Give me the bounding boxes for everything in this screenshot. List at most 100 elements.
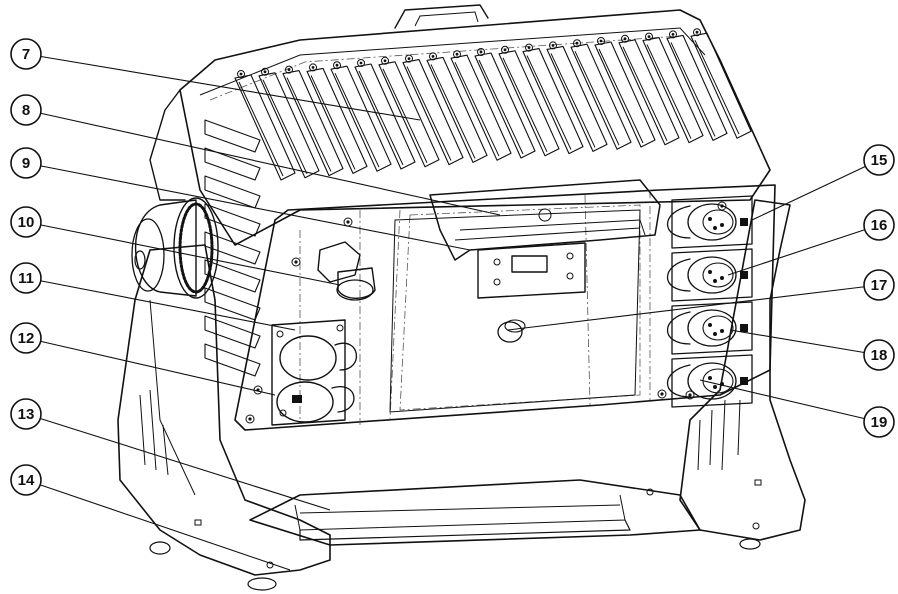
callout-circle: [10, 464, 42, 496]
fin-screw: [285, 65, 293, 74]
fin-screw: [525, 43, 533, 52]
rear-panel: [234, 179, 776, 431]
callout-7: 7: [10, 38, 421, 121]
heatsink-fin: [498, 45, 560, 157]
callout-circle: [10, 262, 42, 294]
heatsink-fin: [642, 32, 704, 144]
side-fin: [204, 203, 261, 237]
side-fin: [204, 259, 261, 293]
heatsink-fins: [204, 28, 752, 377]
heatsink-fin: [618, 34, 680, 146]
callout-number: 18: [871, 347, 888, 364]
callout-12: 12: [10, 322, 276, 396]
leader-line: [727, 224, 880, 276]
data-connectors: [666, 195, 753, 408]
heatsink-fin: [282, 65, 344, 177]
callout-circle: [863, 269, 895, 301]
fin-screw: [381, 56, 389, 65]
fin-screw: [405, 54, 413, 63]
callout-circle: [10, 398, 42, 430]
callout-14: 14: [10, 464, 291, 571]
callout-circle: [863, 209, 895, 241]
callout-circle: [10, 147, 42, 179]
heatsink-fin: [330, 61, 392, 172]
leader-line: [699, 379, 880, 423]
callout-number: 10: [18, 214, 35, 231]
tilt-lock-knob: [131, 197, 219, 299]
callout-17: 17: [507, 269, 895, 331]
display-plate: [477, 242, 586, 299]
heatsink-fin: [234, 70, 296, 181]
leader-line: [751, 159, 880, 221]
xlr-connector: [666, 354, 753, 408]
fin-screw: [453, 50, 461, 59]
yoke-stand: [117, 199, 806, 591]
callout-circle: [863, 144, 895, 176]
heatsink-fin: [594, 37, 656, 148]
heatsink-housing: [149, 4, 771, 246]
side-fin: [204, 231, 261, 265]
heatsink-fin: [402, 54, 464, 166]
callout-16: 16: [727, 209, 895, 276]
xlr-connector: [666, 195, 753, 249]
heatsink-fin: [666, 30, 728, 141]
leader-line: [25, 53, 421, 121]
fin-screw: [693, 28, 701, 37]
callout-number: 19: [871, 414, 888, 431]
leader-line: [507, 284, 880, 331]
fin-screw: [261, 67, 269, 76]
callout-10: 10: [10, 206, 341, 286]
power-connectors: [271, 319, 357, 426]
fin-screw: [429, 52, 437, 61]
xlr-connector: [666, 301, 753, 355]
fin-screw: [573, 39, 581, 48]
heatsink-fin: [570, 39, 632, 150]
heatsink-fin: [354, 59, 416, 170]
leader-line: [25, 162, 471, 251]
fin-screw: [597, 37, 605, 45]
leader-line: [25, 413, 331, 511]
heatsink-fin: [258, 67, 320, 179]
callout-number: 13: [18, 406, 35, 423]
fin-screw: [645, 32, 653, 41]
heatsink-fin: [522, 43, 584, 155]
callout-circle: [863, 406, 895, 438]
leader-line: [25, 221, 341, 286]
callout-11: 11: [10, 262, 296, 331]
fin-screw: [549, 41, 557, 50]
callout-circle: [10, 322, 42, 354]
cable-gland: [317, 241, 376, 301]
heatsink-fin: [474, 48, 536, 159]
callout-number: 17: [871, 277, 888, 294]
heatsink-fin: [450, 50, 512, 161]
callout-number: 9: [22, 155, 30, 172]
fin-screw: [237, 70, 245, 78]
leader-line: [25, 277, 296, 331]
callout-number: 14: [18, 472, 35, 489]
callout-number: 15: [871, 152, 888, 169]
callout-number: 11: [18, 270, 34, 287]
callout-number: 12: [18, 330, 35, 347]
leader-line: [25, 337, 276, 396]
leader-line: [729, 329, 880, 356]
fin-screw: [333, 61, 341, 70]
heatsink-fin: [546, 41, 608, 152]
callout-circle: [10, 38, 42, 70]
heatsink-fin: [306, 63, 368, 174]
fin-screw: [477, 48, 485, 56]
side-fin: [204, 119, 261, 153]
callout-15: 15: [751, 144, 895, 221]
callout-8: 8: [10, 94, 501, 216]
callout-circle: [10, 94, 42, 126]
leader-line: [25, 109, 501, 216]
callout-9: 9: [10, 147, 471, 251]
heatsink-fin: [690, 28, 752, 139]
xlr-connector: [666, 248, 753, 302]
callout-circle: [10, 206, 42, 238]
callout-number: 7: [22, 46, 30, 63]
side-fin: [204, 343, 261, 377]
side-fin: [204, 147, 261, 181]
